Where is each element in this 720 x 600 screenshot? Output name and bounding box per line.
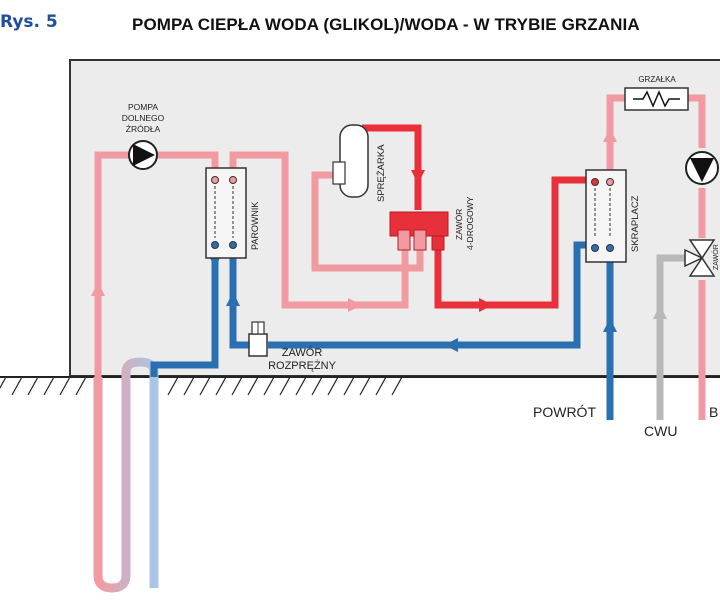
pump-label-3: ŹRÓDŁA <box>126 124 161 134</box>
condenser <box>585 169 627 263</box>
suction-pipe <box>229 151 409 309</box>
condenser-label: SKRAPLACZ <box>630 195 641 252</box>
ground-line <box>0 376 720 396</box>
arrow-discharge-down <box>411 170 425 184</box>
heater-icon <box>624 87 689 111</box>
arrow-up-glycol <box>91 282 105 296</box>
four-way-valve <box>389 211 449 251</box>
heating-pump-icon <box>685 151 719 185</box>
return-label: POWRÓT <box>533 404 596 420</box>
compressor <box>332 124 369 198</box>
compressor-suction-pipe <box>311 171 424 272</box>
figure-label: Rys. 5 <box>0 12 58 32</box>
arrow-return-up <box>603 318 617 332</box>
expansion-valve-label-1: ZAWÓR <box>282 346 323 359</box>
cwu-pipe <box>656 254 685 420</box>
diagram-title: POMPA CIEPŁA WODA (GLIKOL)/WODA - W TRYB… <box>132 15 640 34</box>
compressor-label: SPRĘŻARKA <box>376 144 387 202</box>
glycol-return-pipe <box>150 235 219 377</box>
expansion-valve-icon <box>248 321 268 357</box>
evaporator <box>205 167 247 259</box>
ground-loop <box>93 357 159 593</box>
three-way-valve-icon <box>684 239 716 277</box>
expansion-valve-label-2: ROZPRĘŻNY <box>268 359 337 372</box>
four-way-valve-label-1: ZAWÓR <box>454 209 464 240</box>
pump-label-2: DOLNEGO <box>122 113 165 123</box>
four-way-valve-label-2: 4-DROGOWY <box>465 196 475 250</box>
arrow-cwu-up <box>653 305 667 319</box>
arrow-supply-up <box>603 128 617 142</box>
heating-supply-pipe <box>606 94 706 420</box>
evaporator-label: PAROWNIK <box>250 202 260 250</box>
arrow-suction <box>348 298 362 312</box>
arrow-liquid-left <box>444 338 458 352</box>
cwu-label: CWU <box>644 423 677 439</box>
cut-label-b: B <box>709 404 718 420</box>
three-way-valve-label: ZAWÓR <box>711 244 720 270</box>
pump-label-1: POMPA <box>128 102 158 112</box>
arrow-liquid-up <box>226 292 240 306</box>
lower-source-pump-icon <box>128 140 158 170</box>
heater-label: GRZAŁKA <box>638 75 676 84</box>
arrow-discharge-right <box>479 298 493 312</box>
